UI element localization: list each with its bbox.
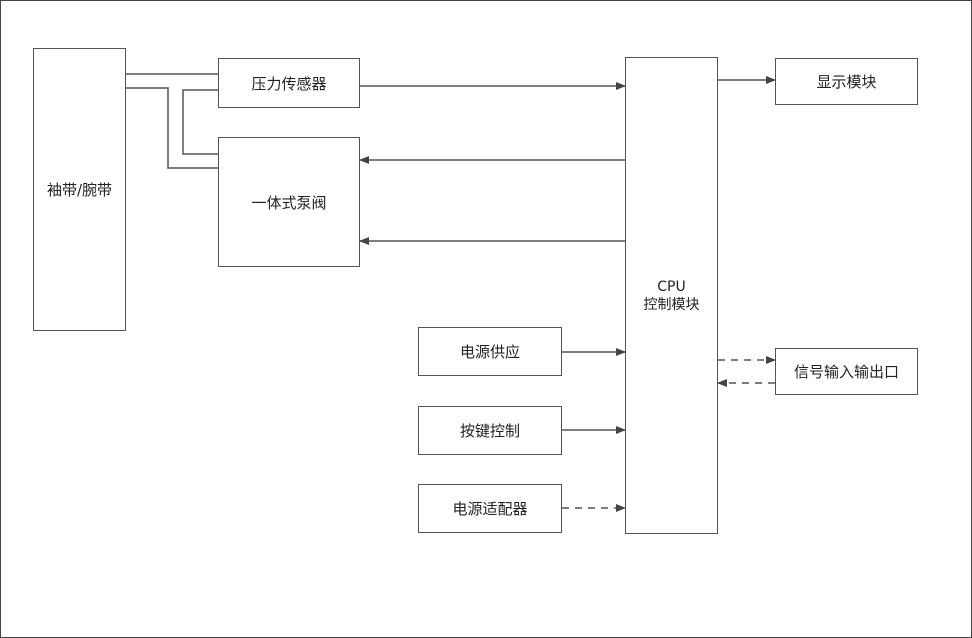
tube-line-cuff-to-pump (125, 87, 218, 169)
pressure-sensor-block: 压力传感器 (218, 58, 360, 108)
key-control-label: 按键控制 (459, 422, 520, 440)
signal-io-block: 信号输入输出口 (775, 348, 918, 395)
cuff-block: 袖带/腕带 (33, 48, 126, 331)
cpu-block: CPU 控制模块 (625, 57, 718, 534)
power-adapter-block: 电源适配器 (418, 484, 562, 533)
pressure-sensor-label: 压力传感器 (251, 74, 327, 93)
signal-io-label: 信号输入输出口 (793, 363, 899, 381)
display-label: 显示模块 (816, 73, 877, 91)
cuff-label: 袖带/腕带 (46, 181, 113, 199)
display-block: 显示模块 (775, 58, 918, 105)
key-control-block: 按键控制 (418, 406, 562, 455)
cpu-label-line1: CPU (657, 278, 686, 295)
pump-valve-label: 一体式泵阀 (251, 193, 327, 212)
pump-valve-block: 一体式泵阀 (218, 137, 360, 267)
power-supply-label: 电源供应 (459, 343, 520, 361)
power-adapter-label: 电源适配器 (452, 500, 528, 518)
tube-line-sensor-to-pump (182, 89, 218, 155)
cpu-label-line2: 控制模块 (643, 296, 700, 313)
power-supply-block: 电源供应 (418, 327, 562, 376)
